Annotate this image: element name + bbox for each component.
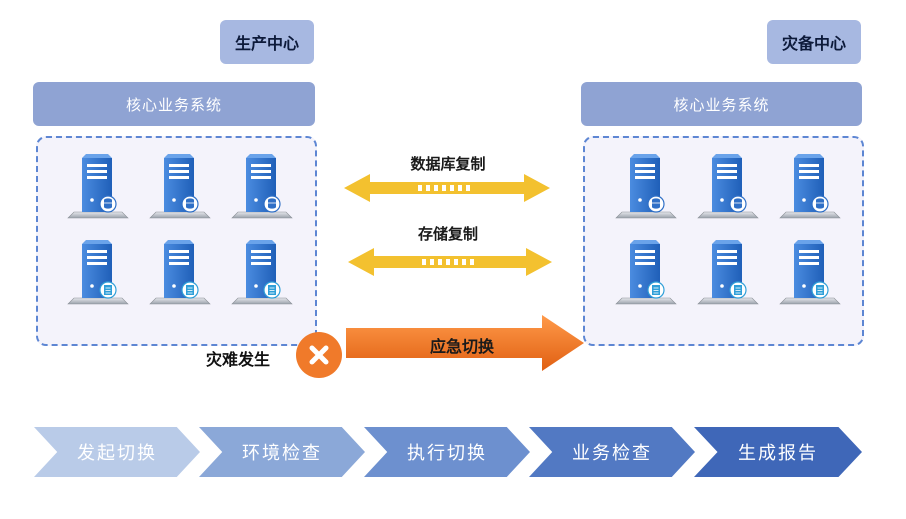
step-initiate-switch: 发起切换 [34, 427, 200, 477]
step-generate-report: 生成报告 [694, 427, 862, 477]
database-server-icon [614, 152, 678, 224]
storage-server-icon [148, 238, 212, 310]
emergency-switch-arrow [346, 315, 584, 371]
storage-replication-label: 存储复制 [417, 225, 478, 243]
step-environment-check: 环境检查 [199, 427, 365, 477]
storage-server-icon [66, 238, 130, 310]
storage-replication-arrow [348, 248, 552, 276]
backup-center-title: 灾备中心 [767, 20, 861, 64]
database-server-icon [778, 152, 842, 224]
disaster-label: 灾难发生 [206, 350, 271, 369]
close-x-icon [296, 332, 342, 378]
database-server-icon [696, 152, 760, 224]
database-replication-label: 数据库复制 [410, 155, 486, 173]
step-business-check: 业务检查 [529, 427, 695, 477]
production-center-title: 生产中心 [220, 20, 314, 64]
storage-server-icon [696, 238, 760, 310]
database-replication-arrow [344, 174, 550, 202]
storage-server-icon [778, 238, 842, 310]
database-server-icon [148, 152, 212, 224]
storage-server-icon [230, 238, 294, 310]
step-execute-switch: 执行切换 [364, 427, 530, 477]
storage-server-icon [614, 238, 678, 310]
database-server-icon [230, 152, 294, 224]
emergency-switch-label: 应急切换 [429, 337, 494, 356]
production-system-bar: 核心业务系统 [33, 82, 315, 126]
database-server-icon [66, 152, 130, 224]
backup-system-bar: 核心业务系统 [581, 82, 862, 126]
